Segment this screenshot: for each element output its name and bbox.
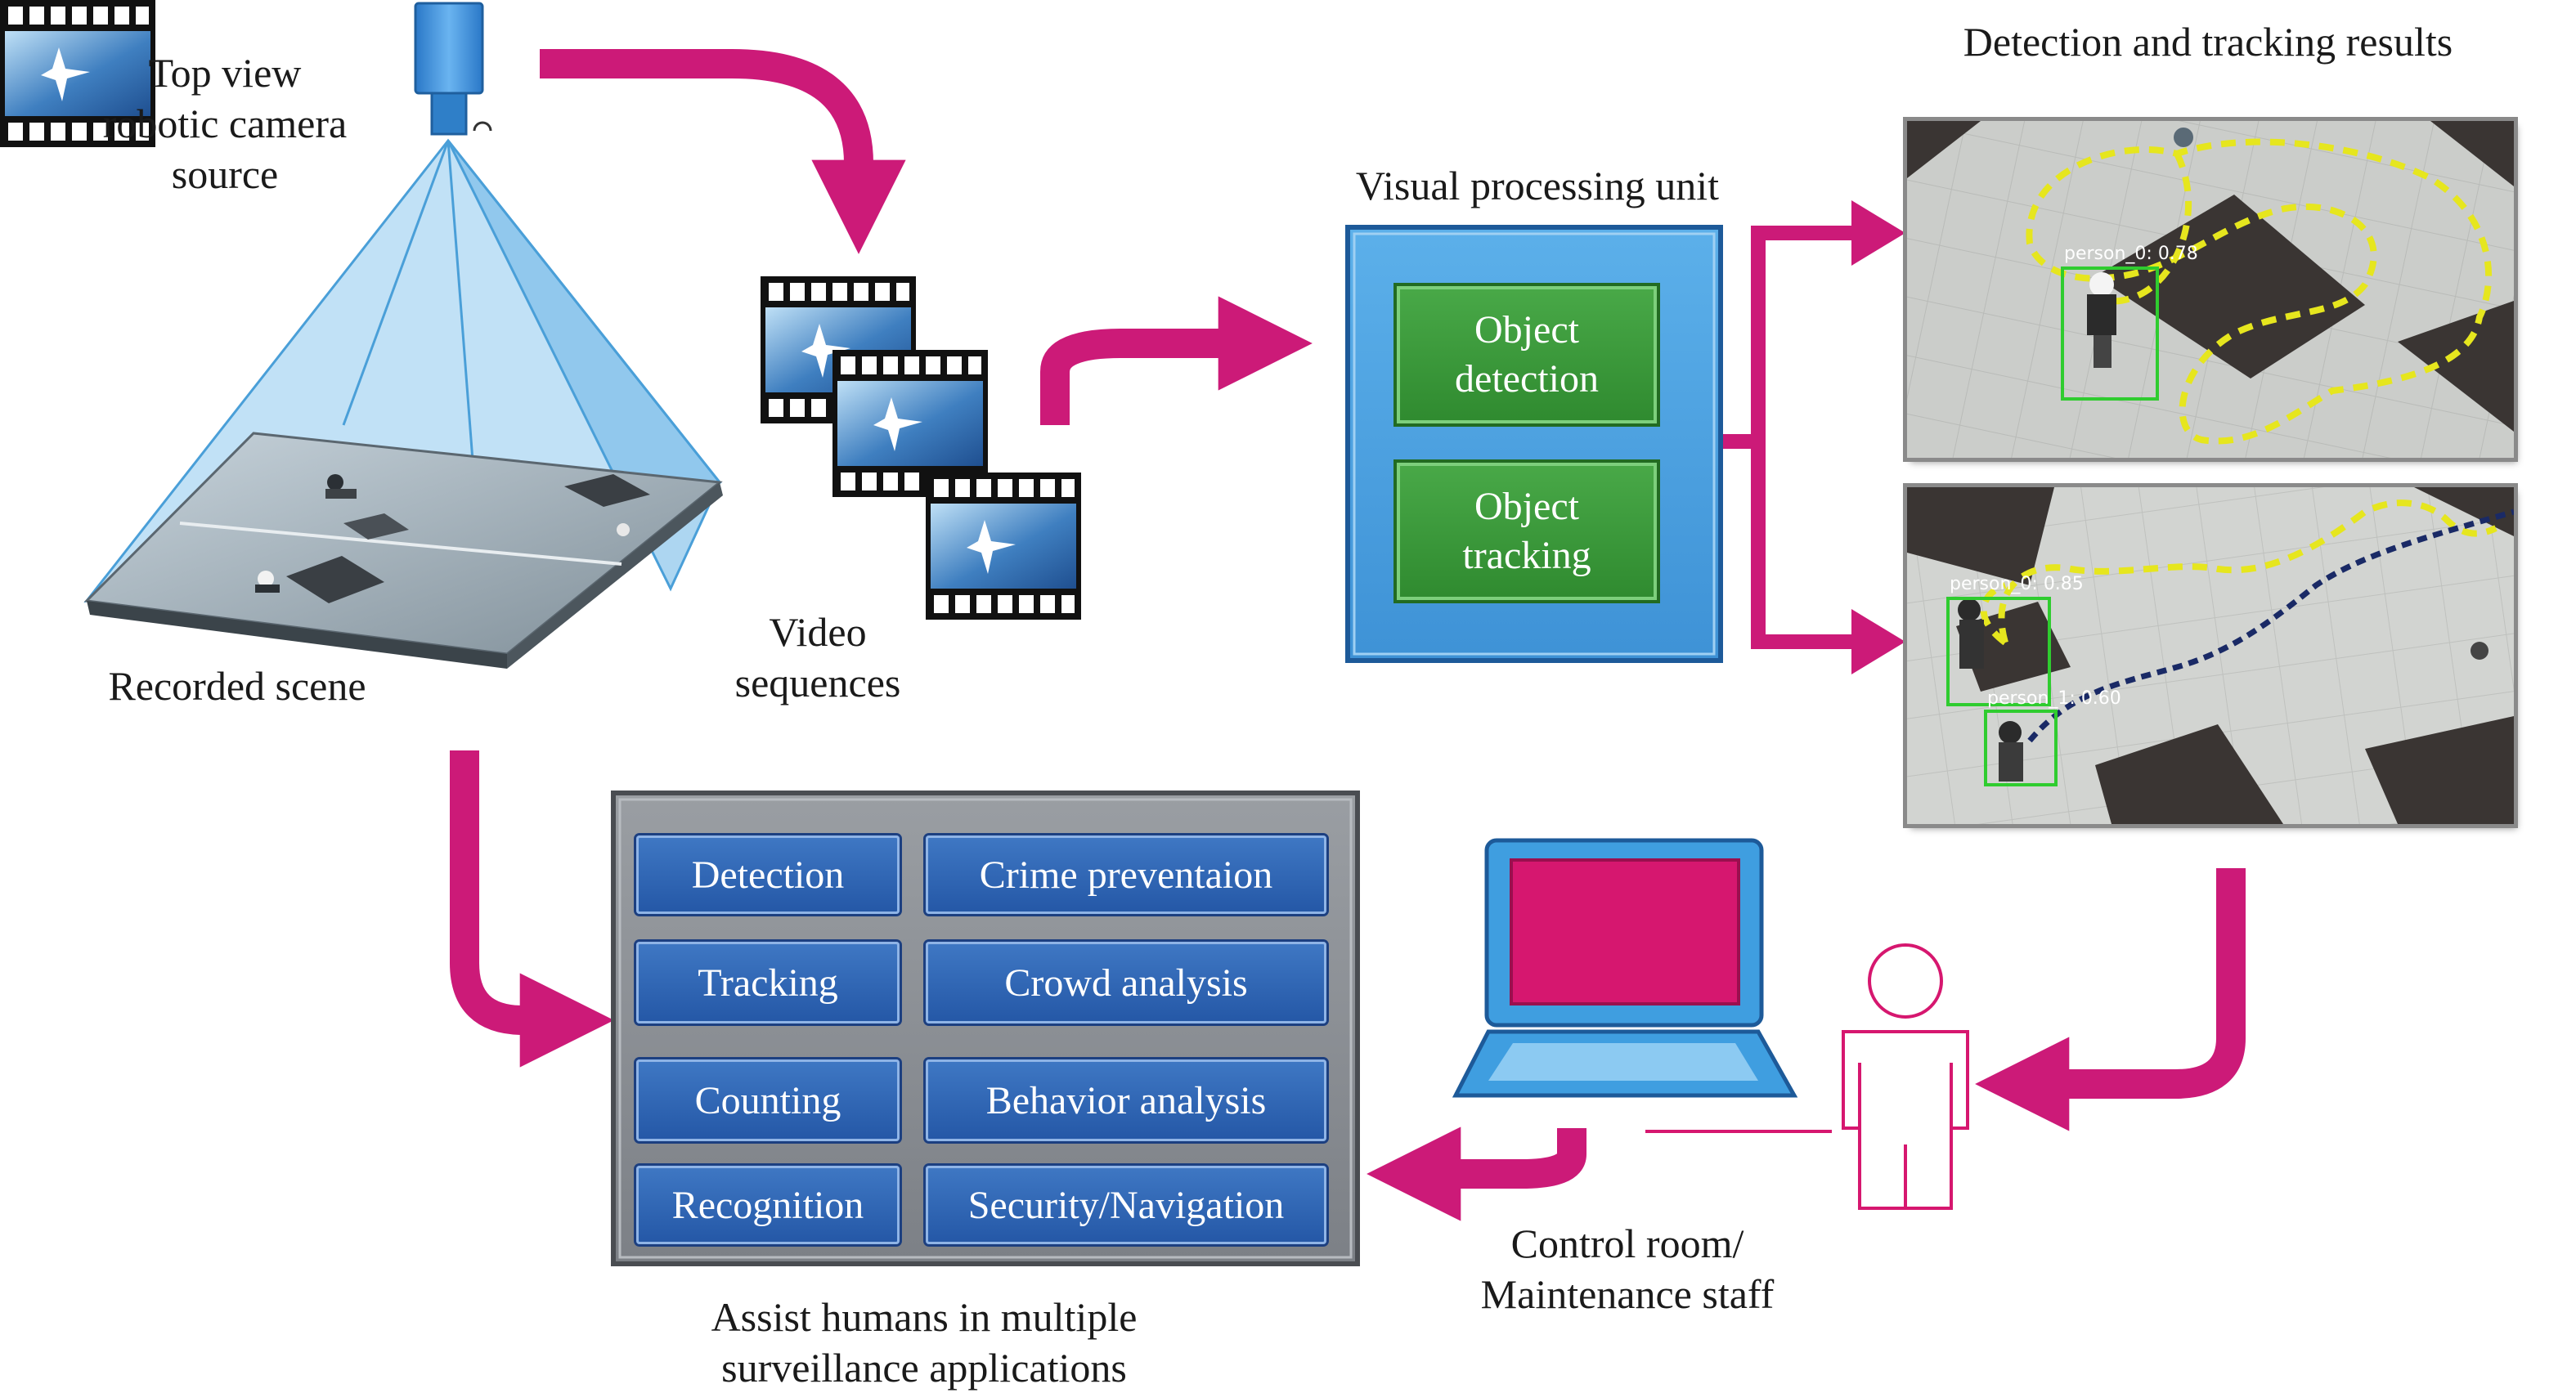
app-tracking: Tracking — [636, 942, 900, 1023]
arrow-camera-to-video — [540, 49, 906, 254]
bounding-box — [1984, 710, 2058, 786]
app-crime-prevention: Crime preventaion — [926, 835, 1326, 914]
recorded-scene-label: Recorded scene — [108, 663, 366, 709]
detection-result-image-1: person_0: 0.78 — [1907, 121, 2514, 458]
app-behavior-analysis: Behavior analysis — [926, 1059, 1326, 1141]
computer-monitor-icon — [1452, 838, 1832, 1133]
detection-label: person_0: 0.85 — [1950, 574, 2084, 594]
track-path-yellow — [2026, 138, 2493, 445]
recorded-scene-illustration — [83, 2, 723, 669]
track-path-navy — [2027, 508, 2514, 743]
app-recognition: Recognition — [636, 1166, 900, 1244]
video-sequences-illustration — [0, 0, 1081, 620]
film-strip-icon — [0, 0, 155, 147]
app-security-navigation: Security/Navigation — [926, 1166, 1326, 1244]
control-room-label: Control room/Maintenance staff — [1480, 1221, 1775, 1317]
track-path-yellow — [1998, 499, 2497, 644]
vpu-title: Visual processing unit — [1355, 163, 1720, 208]
app-counting: Counting — [636, 1059, 900, 1141]
arrow-results-to-staff — [1975, 868, 2246, 1131]
arrow-staff-to-applications — [1367, 1126, 1586, 1221]
person-outline-icon — [1842, 943, 1969, 1210]
detection-label: person_0: 0.78 — [2064, 244, 2198, 264]
detection-label: person_1: 0.60 — [1987, 688, 2121, 709]
arrow-video-to-vpu — [1040, 296, 1313, 425]
bounding-box — [1946, 597, 2051, 706]
detection-results-title: Detection and tracking results — [1963, 19, 2453, 65]
arrow-scene-to-applications — [450, 750, 614, 1068]
detection-result-image-2: person_0: 0.85 person_1: 0.60 — [1907, 487, 2514, 824]
app-detection: Detection — [636, 835, 900, 914]
arrow-vpu-to-results — [1710, 200, 1905, 674]
bounding-box — [2061, 267, 2159, 401]
app-crowd-analysis: Crowd analysis — [926, 942, 1326, 1023]
